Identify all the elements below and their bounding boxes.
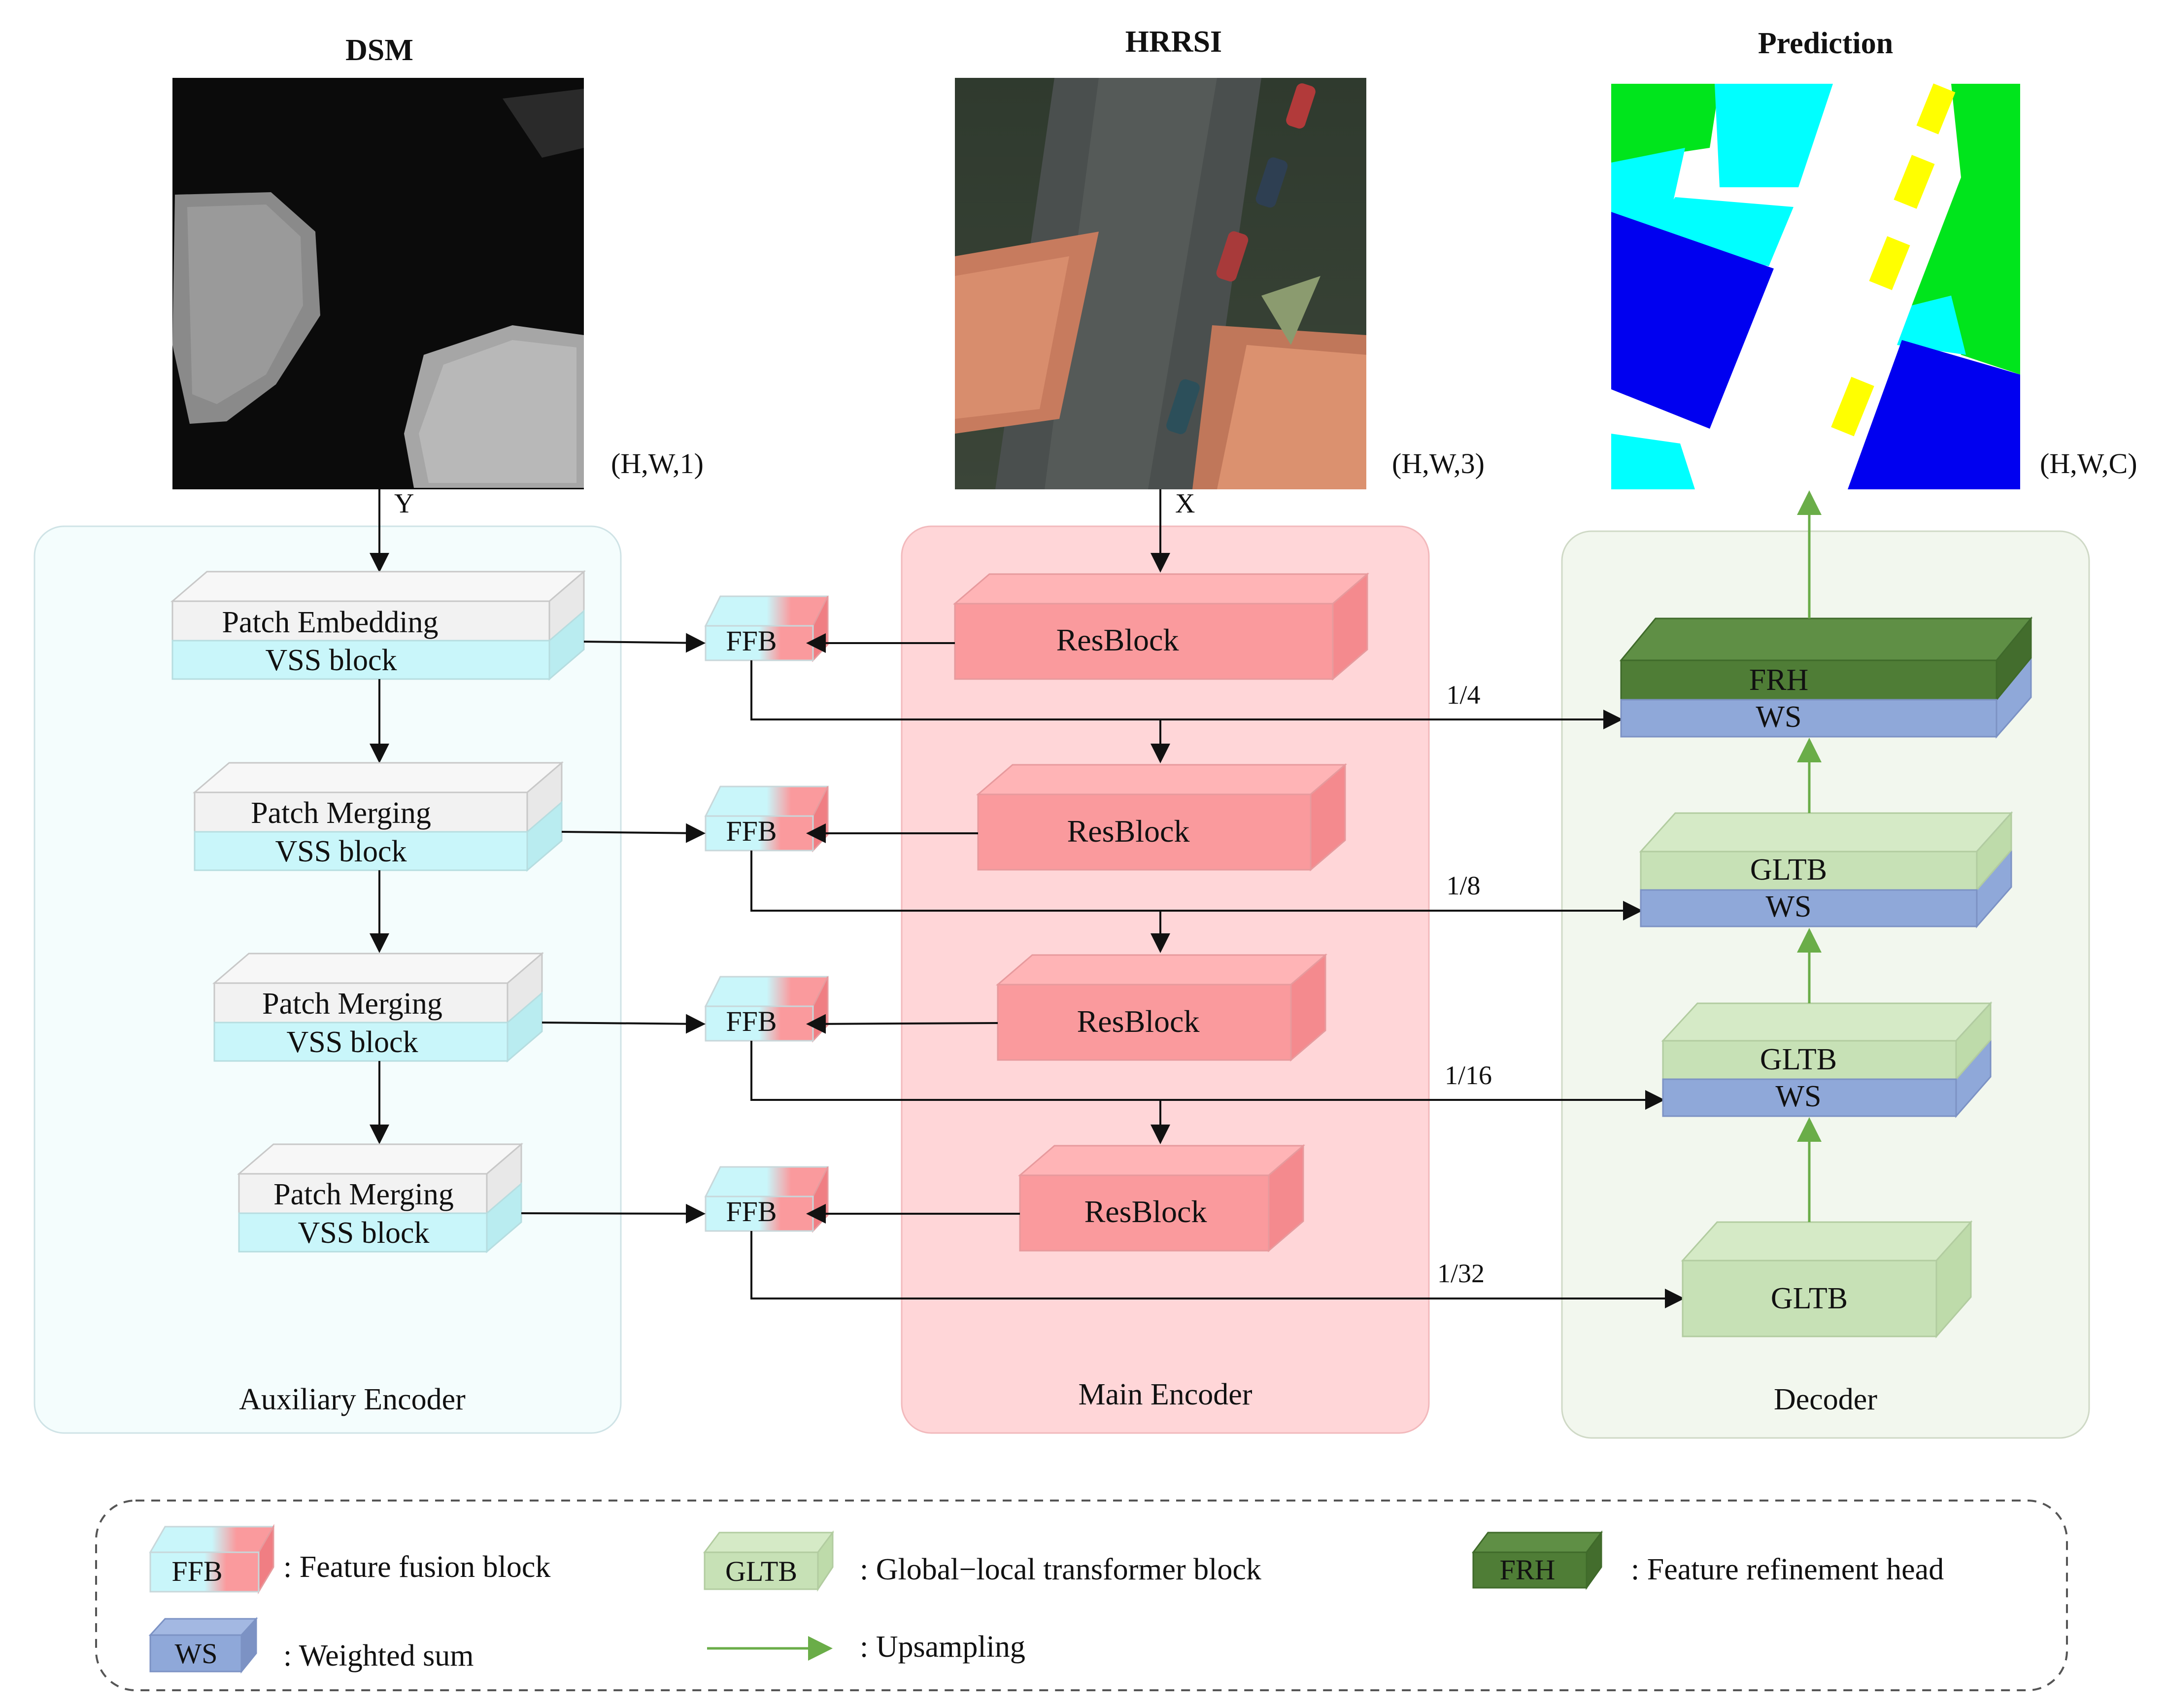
- aux-block-3-top: Patch Merging: [262, 987, 442, 1021]
- legend-ffb-icon-label: FFB: [171, 1555, 222, 1587]
- decoder-label: Decoder: [1774, 1383, 1877, 1416]
- scale-1-8: 1/8: [1446, 871, 1480, 900]
- gltb-3-label: GLTB: [1771, 1282, 1848, 1315]
- aux-block-4: Patch Merging VSS block: [237, 1142, 524, 1254]
- hrrsi-dims: (H,W,3): [1392, 447, 1485, 479]
- dsm-image: [172, 78, 584, 489]
- aux-block-1-bottom: VSS block: [266, 644, 397, 677]
- resblock-4-label: ResBlock: [1084, 1194, 1207, 1229]
- ffb-2: FFB: [704, 786, 829, 853]
- prediction-title: Prediction: [1758, 27, 1893, 60]
- dsm-dims: (H,W,1): [611, 447, 704, 479]
- prediction-dims: (H,W,C): [2040, 447, 2137, 479]
- res3-to-ffb3-arrow: [806, 1014, 998, 1034]
- skip-1-4: [750, 660, 1623, 729]
- aux-block-3: Patch Merging VSS block: [212, 952, 544, 1063]
- ffb-2-label: FFB: [726, 815, 777, 847]
- aux-block-3-bottom: VSS block: [287, 1025, 418, 1059]
- resblock-3: ResBlock: [995, 953, 1328, 1062]
- scale-1-32: 1/32: [1437, 1259, 1485, 1288]
- skip-1-16: [750, 1041, 1665, 1110]
- decoder-panel: [1561, 530, 2090, 1439]
- x-label: X: [1175, 488, 1195, 519]
- resblock-4: ResBlock: [1017, 1144, 1306, 1253]
- legend-frh-text: : Feature refinement head: [1631, 1553, 1944, 1586]
- legend-ws: WS : Weighted sum: [148, 1617, 474, 1674]
- aux-block-1-top: Patch Embedding: [222, 606, 438, 639]
- frh-label: FRH: [1749, 663, 1809, 697]
- legend-frh-icon-label: FRH: [1500, 1554, 1556, 1586]
- legend-box: [95, 1500, 2068, 1691]
- resblock-1: ResBlock: [952, 572, 1370, 681]
- ffb-1-label: FFB: [726, 625, 777, 657]
- resblock-3-label: ResBlock: [1077, 1004, 1200, 1039]
- gltb-block-3: GLTB: [1681, 1220, 1973, 1338]
- legend-frh: FRH : Feature refinement head: [1472, 1530, 1944, 1590]
- legend-ffb: FFB : Feature fusion block: [149, 1524, 550, 1595]
- ffb-3-label: FFB: [726, 1005, 777, 1037]
- skip-1-32: [750, 1231, 1685, 1308]
- frh-block: FRH WS: [1619, 616, 2033, 739]
- legend-upsampling: : Upsampling: [707, 1630, 1025, 1664]
- aux-encoder-label: Auxiliary Encoder: [239, 1383, 466, 1416]
- resblock-1-label: ResBlock: [1056, 622, 1179, 657]
- aux-block-2: Patch Merging VSS block: [192, 761, 564, 872]
- aux-block-1: Patch Embedding VSS block: [170, 570, 586, 681]
- resblock-2: ResBlock: [976, 763, 1348, 872]
- scale-1-4: 1/4: [1446, 680, 1480, 710]
- legend-ws-icon-label: WS: [175, 1638, 218, 1670]
- ffb-4-label: FFB: [726, 1196, 777, 1228]
- aux1-to-ffb1-arrow: [583, 633, 706, 653]
- aux-block-2-bottom: VSS block: [275, 835, 407, 868]
- legend-ws-text: : Weighted sum: [283, 1639, 474, 1673]
- gltb-2-ws-label: WS: [1776, 1080, 1822, 1113]
- legend-gltb-text: : Global−local transformer block: [860, 1553, 1261, 1586]
- gltb-1-label: GLTB: [1750, 853, 1827, 887]
- ffb-1: FFB: [704, 595, 829, 662]
- hrrsi-title: HRRSI: [1125, 25, 1222, 59]
- legend-ffb-text: : Feature fusion block: [283, 1550, 550, 1584]
- ffb-4: FFB: [704, 1166, 829, 1233]
- gltb-ws-block-1: GLTB WS: [1639, 811, 2013, 928]
- resblock-2-label: ResBlock: [1067, 814, 1190, 849]
- legend-gltb-icon-label: GLTB: [725, 1555, 797, 1587]
- aux4-to-ffb4-arrow: [521, 1203, 706, 1224]
- legend-gltb: GLTB : Global−local transformer block: [703, 1530, 1261, 1592]
- scale-1-16: 1/16: [1445, 1060, 1492, 1090]
- aux2-to-ffb2-arrow: [561, 823, 706, 843]
- aux3-to-ffb3-arrow: [542, 1014, 706, 1034]
- skip-1-8: [750, 851, 1643, 921]
- hrrsi-image: [955, 78, 1366, 489]
- gltb-1-ws-label: WS: [1766, 890, 1812, 923]
- main-encoder-label: Main Encoder: [1079, 1378, 1252, 1411]
- aux-block-2-top: Patch Merging: [251, 796, 431, 830]
- ffb-3: FFB: [704, 976, 829, 1043]
- aux-block-4-top: Patch Merging: [273, 1178, 454, 1211]
- aux-block-4-bottom: VSS block: [298, 1216, 430, 1250]
- gltb-2-label: GLTB: [1760, 1043, 1837, 1076]
- gltb-ws-block-2: GLTB WS: [1661, 1001, 1993, 1118]
- frh-ws-label: WS: [1756, 700, 1802, 734]
- legend-upsampling-text: : Upsampling: [860, 1630, 1025, 1664]
- prediction-image: [1611, 83, 2020, 489]
- y-label: Y: [394, 488, 414, 519]
- dsm-title: DSM: [345, 34, 413, 67]
